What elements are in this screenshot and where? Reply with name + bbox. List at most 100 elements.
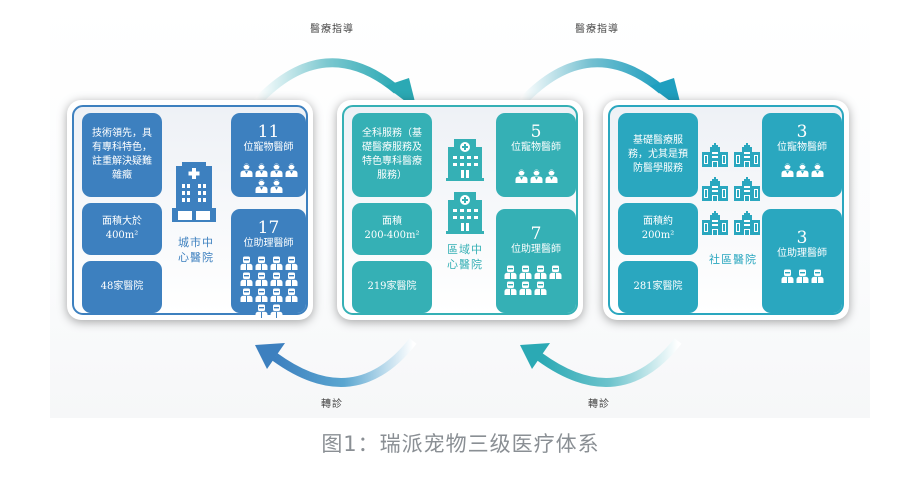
assistants-number: 17 [257,218,280,238]
area-text: 面積 200-400m² [364,216,420,241]
count-text: 219家醫院 [367,281,417,292]
assistant-person-icon [781,269,794,283]
vet-person-icon [545,169,558,183]
vets-label: 位寵物醫師 [511,142,561,153]
assistants-box: 17 位助理醫師 [231,209,306,318]
vet-person-icon [781,163,794,177]
assistants-number: 3 [796,228,808,248]
arrow-label-referral-left: 轉診 [321,399,343,410]
assistant-person-icon [285,272,298,286]
clinic-building-icon [734,211,760,239]
area-box: 面積 200-400m² [352,203,432,255]
description-box: 基礎醫療服務，尤其是預防醫學服務 [618,113,698,197]
arrow-label-guidance-right: 醫療指導 [575,24,619,35]
assistant-person-icon [240,272,253,286]
count-text: 281家醫院 [633,281,683,292]
assistant-person-icon [534,265,547,279]
vets-number: 11 [257,122,280,142]
assistant-person-icon [504,281,517,295]
vets-box: 3 位寵物醫師 [762,113,842,197]
center-label: 區域中 心醫院 [447,243,483,271]
vets-label: 位寵物醫師 [777,142,827,153]
assistants-box: 3 位助理醫師 [762,209,842,313]
panel-regional-hospital: 全科服務（基礎醫療服務及特色專科醫療服務） 面積 200-400m² 219家醫… [337,100,583,320]
assistants-box: 7 位助理醫師 [496,209,576,313]
vets-icons [772,162,832,178]
count-box: 48家醫院 [82,261,162,313]
vet-person-icon [530,169,543,183]
assistants-icons [772,268,832,284]
vet-person-icon [270,179,283,193]
vets-icons [506,168,566,184]
assistant-person-icon [255,272,268,286]
count-box: 281家醫院 [618,261,698,313]
assistant-person-icon [285,256,298,270]
assistant-person-icon [811,269,824,283]
vet-person-icon [811,163,824,177]
assistants-icons [503,264,569,296]
clinic-building-icon [702,211,728,239]
assistant-person-icon [270,256,283,270]
clinic-building-icon [734,177,760,205]
assistant-person-icon [519,281,532,295]
assistants-number: 7 [530,224,542,244]
description-box: 技術領先，具有專科特色，註重解決疑難雜癥 [82,113,162,197]
assistant-person-icon [504,265,517,279]
vets-number: 5 [530,122,542,142]
area-box: 面積大於 400m² [82,203,162,255]
area-text: 面積大於 400m² [102,216,142,241]
assistant-person-icon [534,281,547,295]
vet-person-icon [796,163,809,177]
area-box: 面積約 200m² [618,203,698,255]
assistant-person-icon [519,265,532,279]
assistant-person-icon [549,265,562,279]
figure-caption: 图1：瑞派宠物三级医疗体系 [321,432,600,456]
vets-label: 位寵物醫師 [243,142,294,153]
assistant-person-icon [255,256,268,270]
arrow-label-referral-right: 轉診 [588,399,610,410]
assistant-person-icon [255,304,268,318]
center-label: 城市中 心醫院 [178,236,214,264]
count-text: 48家醫院 [100,281,144,292]
arrow-referral-right [520,338,682,387]
assistants-label: 位助理醫師 [243,238,294,249]
description-text: 基礎醫療服務，尤其是預防醫學服務 [628,135,688,174]
vets-box: 11 位寵物醫師 [231,113,306,197]
assistant-person-icon [255,288,268,302]
clinic-building-icon [702,177,728,205]
clinic-building-icon [702,143,728,171]
vet-person-icon [285,163,298,177]
assistant-person-icon [796,269,809,283]
arrow-referral-left [255,338,417,387]
vet-person-icon [255,179,268,193]
vets-number: 3 [796,122,808,142]
assistant-person-icon [270,304,283,318]
vets-box: 5 位寵物醫師 [496,113,576,197]
vet-person-icon [240,163,253,177]
hospital-building-icon [446,139,484,181]
assistant-person-icon [285,288,298,302]
count-box: 219家醫院 [352,261,432,313]
arrow-label-guidance-left: 醫療指導 [310,24,354,35]
vet-person-icon [515,169,528,183]
vet-person-icon [270,163,283,177]
hospital-building-icon [446,192,484,234]
assistants-icons [236,255,302,319]
assistants-label: 位助理醫師 [511,244,561,255]
vets-icons [239,162,299,194]
area-text: 面積約 200m² [641,216,675,241]
panel-community-hospital: 基礎醫療服務，尤其是預防醫學服務 面積約 200m² 281家醫院 社區醫院 3… [603,100,849,320]
assistant-person-icon [240,288,253,302]
clinic-icons-grid [702,143,764,239]
assistants-label: 位助理醫師 [777,248,827,259]
clinic-building-icon [734,143,760,171]
hospital-building-icon [172,162,216,222]
assistant-person-icon [240,256,253,270]
assistant-person-icon [270,272,283,286]
panel-city-hospital: 技術領先，具有專科特色，註重解決疑難雜癥 面積大於 400m² 48家醫院 城市… [67,100,313,320]
description-text: 全科服務（基礎醫療服務及特色專科醫療服務） [362,128,422,181]
description-text: 技術領先，具有專科特色，註重解決疑難雜癥 [92,128,152,181]
description-box: 全科服務（基礎醫療服務及特色專科醫療服務） [352,113,432,197]
center-label: 社區醫院 [709,253,757,266]
vet-person-icon [255,163,268,177]
